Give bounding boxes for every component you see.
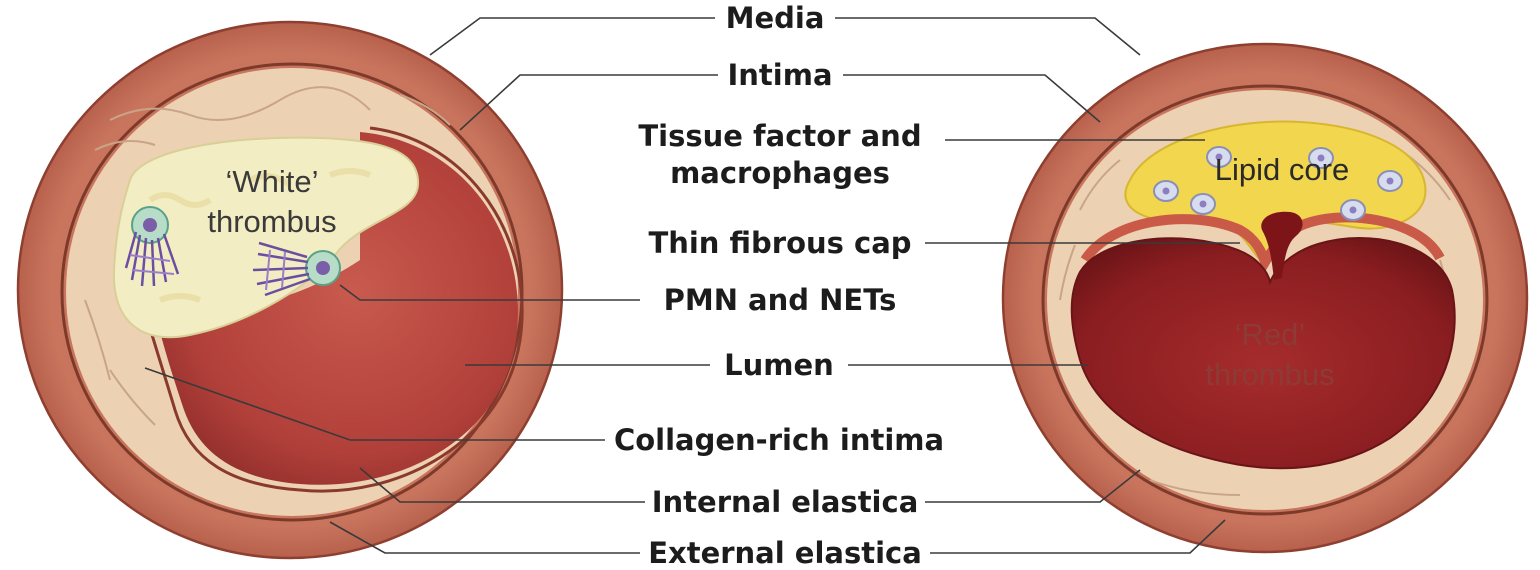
label-tissue-factor-line2: macrophages [670, 156, 890, 190]
center-labels: Media Intima Tissue factor and macrophag… [614, 1, 944, 570]
label-tissue-factor-line1: Tissue factor and [638, 119, 921, 153]
right-thrombus-label-line2: thrombus [1205, 357, 1334, 392]
label-collagen-rich-intima: Collagen-rich intima [614, 423, 944, 457]
lipid-core-label: Lipid core [1215, 152, 1349, 187]
right-vessel: Lipid core ‘Red’ thrombus [1003, 44, 1527, 552]
label-internal-elastica: Internal elastica [652, 485, 919, 519]
label-intima: Intima [727, 58, 832, 92]
leader-media-left [430, 18, 715, 55]
leader-intima-right [843, 75, 1100, 122]
left-thrombus-label-line1: ‘White’ [225, 164, 318, 199]
right-thrombus-label-line1: ‘Red’ [1235, 317, 1306, 352]
label-thin-fibrous-cap: Thin fibrous cap [648, 226, 911, 260]
leader-media-right [835, 18, 1140, 55]
label-external-elastica: External elastica [648, 536, 922, 570]
left-thrombus-label-line2: thrombus [207, 204, 336, 239]
label-lumen: Lumen [724, 348, 834, 382]
left-vessel: ‘White’ thrombus [18, 22, 562, 558]
label-pmn-nets: PMN and NETs [664, 283, 897, 317]
label-media: Media [726, 1, 825, 35]
